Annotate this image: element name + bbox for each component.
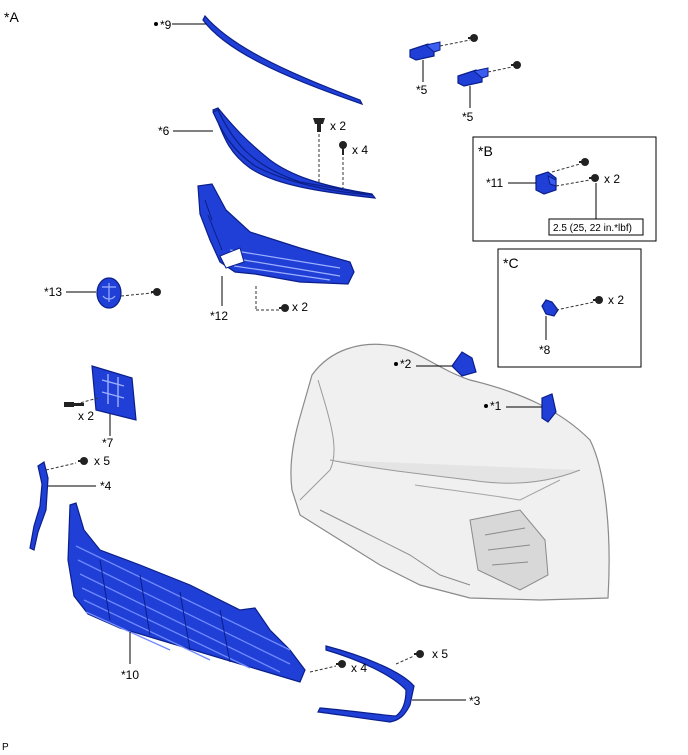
part-7-qty: x 2 bbox=[78, 409, 94, 423]
part-4-label: *4 bbox=[100, 479, 112, 493]
part-6-screw-qty: x 4 bbox=[352, 143, 368, 157]
part-1-bullet bbox=[484, 404, 488, 408]
part-11-dash-top bbox=[551, 163, 581, 173]
part-5b-screw-icon bbox=[511, 61, 521, 69]
part-5a-screw-icon bbox=[468, 34, 478, 42]
bumper-cover bbox=[290, 343, 610, 601]
part-8-screw-icon bbox=[593, 296, 603, 304]
part-2-label: *2 bbox=[400, 357, 412, 371]
part-6-garnish bbox=[212, 107, 377, 199]
torque-box bbox=[548, 218, 644, 236]
part-11-sensor bbox=[535, 171, 557, 195]
panel-label-a: *A bbox=[4, 9, 19, 25]
part-11-screw-top-icon bbox=[579, 158, 589, 166]
part-6-garnish-body bbox=[212, 109, 373, 196]
part-7-dash bbox=[75, 397, 99, 405]
part-3-label: *3 bbox=[469, 694, 481, 708]
part-5b-bracket bbox=[457, 67, 489, 87]
part-6-label: *6 bbox=[158, 124, 170, 138]
part-12-screw-icon bbox=[279, 304, 289, 312]
part-4-garnish bbox=[29, 461, 49, 551]
part-5b-label: *5 bbox=[462, 110, 474, 124]
part-6-clip-qty: x 2 bbox=[330, 119, 346, 133]
part-5a-dash bbox=[439, 39, 471, 47]
part-8-qty: x 2 bbox=[608, 293, 624, 307]
part-5b-dash bbox=[487, 66, 513, 73]
part-8-bracket bbox=[541, 299, 559, 317]
part-3-qty-right: x 5 bbox=[432, 647, 448, 661]
part-11-screw-bot-icon bbox=[589, 174, 599, 182]
part-3-screw-right-icon bbox=[414, 650, 424, 658]
part-12-qty: x 2 bbox=[292, 300, 308, 314]
part-5a-bracket bbox=[409, 41, 441, 61]
part-6-clip-icon bbox=[313, 118, 325, 132]
part-3-screw-left-icon bbox=[336, 660, 346, 668]
part-10-label: *10 bbox=[121, 668, 139, 682]
part-8-dash bbox=[555, 301, 595, 311]
part-7-bracket bbox=[91, 365, 137, 421]
part-3-molding bbox=[317, 645, 415, 723]
part-4-screw-icon bbox=[78, 457, 88, 465]
part-1-label: *1 bbox=[490, 399, 502, 413]
part-9-label: *9 bbox=[160, 18, 172, 32]
torque-spec: 2.5 (25, 22 in.*lbf) bbox=[553, 223, 632, 234]
part-4-dash bbox=[45, 462, 77, 471]
part-2-bullet bbox=[394, 362, 398, 366]
part-5a-label: *5 bbox=[416, 83, 428, 97]
footer-code: P bbox=[2, 742, 9, 753]
part-8-label: *8 bbox=[539, 343, 551, 357]
part-7-bolt-icon bbox=[64, 402, 84, 407]
part-9-molding bbox=[202, 14, 364, 106]
panel-c-frame bbox=[497, 248, 642, 368]
panel-label-b: *B bbox=[478, 143, 493, 159]
part-4-qty: x 5 bbox=[94, 454, 110, 468]
part-13-dash bbox=[120, 292, 153, 297]
panel-label-c: *C bbox=[503, 255, 519, 271]
part-11-qty: x 2 bbox=[604, 172, 620, 186]
part-10-lower-grille bbox=[67, 502, 306, 683]
part-1-piece bbox=[541, 393, 557, 423]
part-3-dash-right bbox=[395, 655, 415, 665]
part-13-label: *13 bbox=[44, 285, 62, 299]
part-2-piece bbox=[451, 351, 477, 377]
part-3-dash-left bbox=[309, 665, 337, 673]
part-12-grille bbox=[197, 183, 355, 285]
part-11-label: *11 bbox=[486, 176, 503, 190]
part-13-screw-icon bbox=[151, 288, 161, 296]
part-7-label: *7 bbox=[102, 436, 114, 450]
part-6-screw-icon bbox=[339, 141, 347, 155]
part-9-bullet bbox=[154, 22, 158, 26]
part-11-dash-bot bbox=[555, 179, 591, 187]
part-12-label: *12 bbox=[210, 309, 228, 323]
panel-b-frame bbox=[472, 136, 657, 242]
part-3-qty-left: x 4 bbox=[351, 661, 367, 675]
part-13-emblem bbox=[96, 277, 122, 309]
